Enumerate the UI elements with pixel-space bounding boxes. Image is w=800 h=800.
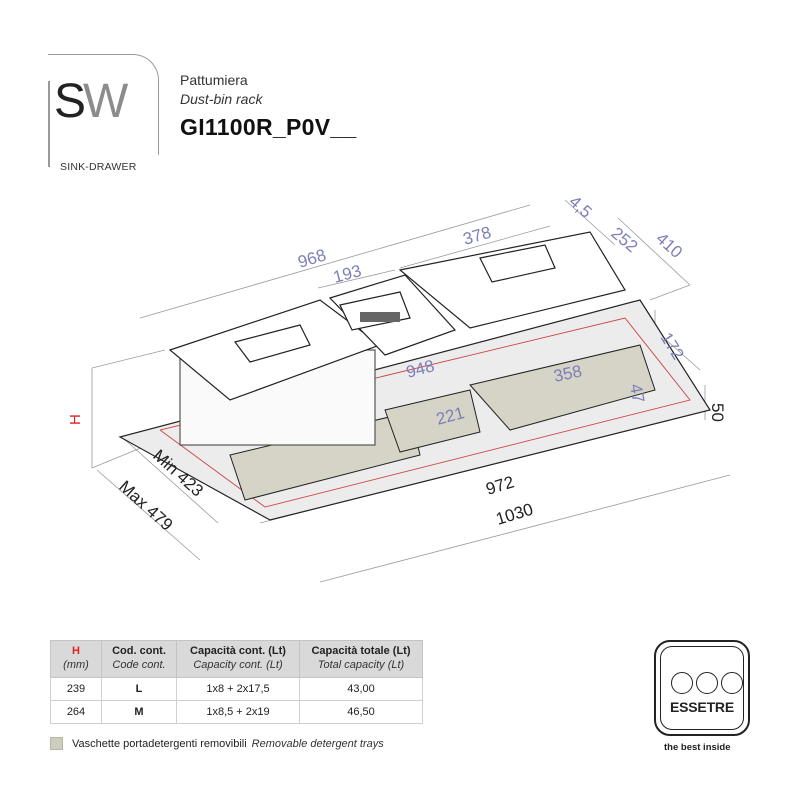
dim-max-479: Max 479	[115, 477, 176, 535]
tray-legend: Vaschette portadetergenti removibili Rem…	[50, 737, 384, 750]
table-row: 264 M 1x8,5 + 2x19 46,50	[50, 699, 423, 724]
cell-h: 264	[50, 699, 102, 724]
dim-193: 193	[331, 261, 363, 287]
product-code: GI1100R_P0V__	[180, 114, 357, 140]
brand-tagline: the best inside	[664, 742, 731, 753]
dim-252: 252	[607, 224, 641, 257]
dim-h-label: H	[67, 414, 84, 425]
dim-50: 50	[708, 403, 727, 422]
cell-capacity: 1x8 + 2x17,5	[176, 676, 300, 701]
vent-grille	[360, 312, 400, 322]
logo-circles-icon	[671, 672, 743, 694]
title-english: Dust-bin rack	[180, 91, 263, 107]
header-total: Capacità totale (Lt)Total capacity (Lt)	[299, 640, 423, 678]
capacity-table: H(mm) Cod. cont.Code cont. Capacità cont…	[50, 640, 423, 724]
dim-4-5: 4,5	[565, 192, 595, 222]
brand-name: ESSETRE	[670, 699, 734, 715]
header-capacity: Capacità cont. (Lt)Capacity cont. (Lt)	[176, 640, 300, 678]
logo-subtitle: SINK-DRAWER	[60, 161, 137, 173]
essetre-logo: ESSETRE	[654, 640, 750, 736]
logo-frame	[48, 54, 159, 167]
dim-378: 378	[461, 223, 494, 249]
tray-color-swatch	[50, 737, 63, 750]
dim-410: 410	[652, 229, 686, 262]
cell-code: L	[101, 676, 177, 701]
dim-47: 47	[626, 382, 648, 404]
cell-total: 46,50	[299, 699, 423, 724]
dim-968: 968	[296, 245, 329, 271]
header-h: H(mm)	[50, 640, 102, 678]
dim-972: 972	[484, 472, 517, 498]
dim-1030: 1030	[494, 500, 536, 529]
base-outline-red	[159, 317, 691, 508]
title-italian: Pattumiera	[180, 72, 248, 88]
technical-drawing: 968 193 378 4,5 252 410 172 948 358 221 …	[67, 192, 731, 583]
cell-capacity: 1x8,5 + 2x19	[176, 699, 300, 724]
sw-logo: SW	[54, 75, 128, 128]
cell-code: M	[101, 699, 177, 724]
table-header-row: H(mm) Cod. cont.Code cont. Capacità cont…	[50, 640, 423, 678]
cell-h: 239	[50, 676, 102, 701]
table-row: 239 L 1x8 + 2x17,5 43,00	[50, 676, 423, 701]
cell-total: 43,00	[299, 676, 423, 701]
header-code: Cod. cont.Code cont.	[101, 640, 177, 678]
